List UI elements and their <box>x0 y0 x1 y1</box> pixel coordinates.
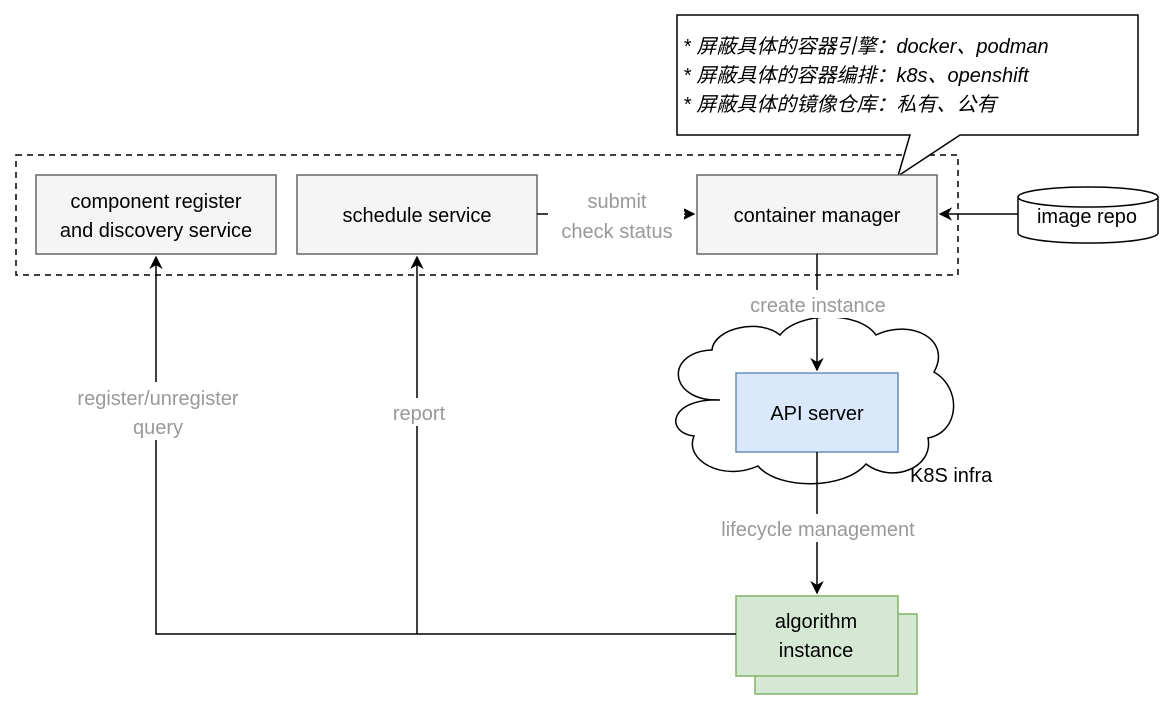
api-server-label: API server <box>770 403 864 425</box>
callout-line-1: * 屏蔽具体的容器引擎：docker、podman <box>683 36 1049 58</box>
algorithm-label-line-2: instance <box>779 640 854 662</box>
node-api-server[interactable]: API server <box>735 372 899 453</box>
callout-note <box>676 14 1139 178</box>
node-schedule-service[interactable]: schedule service <box>296 174 538 255</box>
algorithm-label-line-1: algorithm <box>775 611 857 633</box>
service-group-boundary <box>15 154 959 276</box>
node-image-repo[interactable]: image repo <box>1017 186 1159 244</box>
callout-line-3: * 屏蔽具体的镜像仓库：私有、公有 <box>683 94 999 116</box>
k8s-infra-label: K8S infra <box>910 465 993 487</box>
edge-register-label-line-1: register/unregister <box>77 388 239 410</box>
container-manager-label: container manager <box>734 205 901 227</box>
callout-line-2: * 屏蔽具体的容器编排：k8s、openshift <box>683 65 1030 87</box>
edge-register-label-line-2: query <box>133 417 183 439</box>
edge-lifecycle-label: lifecycle management <box>721 519 915 541</box>
node-registry-service[interactable]: component register and discovery service <box>35 174 277 255</box>
edge-register <box>149 255 736 635</box>
edge-create-instance-label: create instance <box>750 295 886 317</box>
schedule-label: schedule service <box>343 205 492 227</box>
node-container-manager[interactable]: container manager <box>696 174 938 255</box>
registry-label-line-1: component register <box>70 191 242 213</box>
registry-label-line-2: and discovery service <box>60 220 252 242</box>
edge-check-status-label: check status <box>561 221 672 243</box>
node-algorithm-instance[interactable]: algorithm instance <box>735 595 918 695</box>
edge-submit-label: submit <box>588 191 647 213</box>
image-repo-label: image repo <box>1037 206 1137 228</box>
edge-report-label: report <box>393 403 446 425</box>
